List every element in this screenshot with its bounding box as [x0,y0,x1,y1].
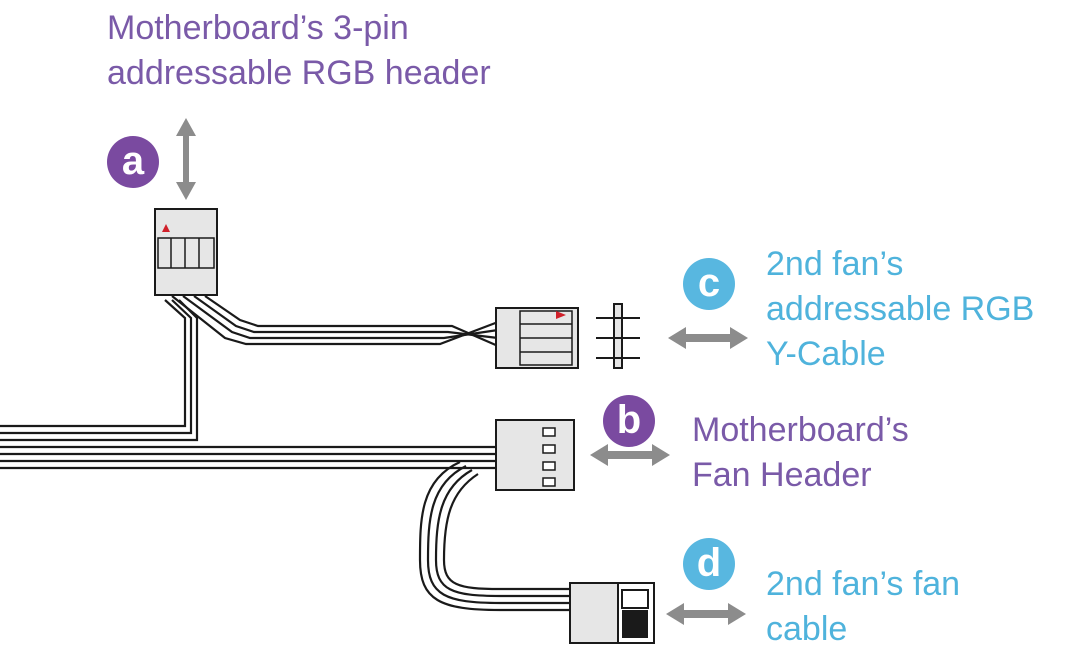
label-b: Motherboard’s Fan Header [692,408,909,498]
label-b-line1: Motherboard’s [692,411,909,449]
double-headed-arrow-icon [668,327,748,349]
double-headed-arrow-icon [176,118,196,200]
double-headed-arrow-icon [666,603,746,625]
label-b-line2: Fan Header [692,456,872,494]
label-c-line1: 2nd fan’s [766,245,904,283]
argb-wires [171,295,499,348]
label-a-line2: addressable RGB header [107,54,491,92]
argb-connector-c [495,303,640,369]
fan-branch-wires [418,460,572,612]
label-a: Motherboard’s 3-pin addressable RGB head… [107,6,491,96]
argb-connector-a [154,208,218,296]
label-c-line2: addressable RGB [766,290,1035,328]
label-c-line3: Y-Cable [766,335,886,373]
label-d: 2nd fan’s fan cable [766,562,960,652]
argb-header-pins [596,303,640,369]
label-d-line2: cable [766,610,848,648]
label-c: 2nd fan’s addressable RGB Y-Cable [766,242,1034,377]
main-fan-cable [0,299,498,470]
pin1-marker-icon [162,224,170,232]
pin1-marker-icon [556,311,566,319]
badge-d: d [683,538,735,590]
badge-c: c [683,258,735,310]
badge-a: a [107,136,159,188]
badge-b: b [603,395,655,447]
double-headed-arrow-icon [590,444,670,466]
label-d-line1: 2nd fan’s fan [766,565,961,603]
fan-connector-b [495,419,575,491]
label-a-line1: Motherboard’s 3-pin [107,9,409,47]
fan-connector-d [569,582,655,644]
